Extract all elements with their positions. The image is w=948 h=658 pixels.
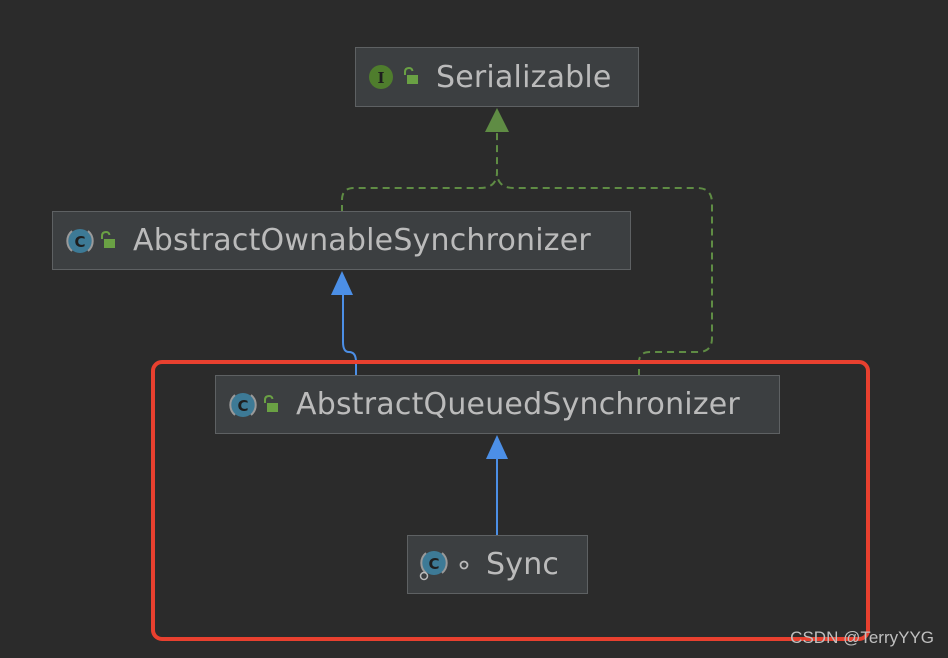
node-icons: C bbox=[65, 226, 119, 256]
highlight-box bbox=[151, 360, 870, 641]
public-lock-icon bbox=[101, 230, 115, 248]
svg-text:C: C bbox=[428, 555, 439, 573]
node-icons: I bbox=[368, 62, 422, 92]
static-abstract-class-icon: C bbox=[419, 550, 448, 580]
implements-edge-aqs-serializable bbox=[496, 171, 713, 376]
node-sync[interactable]: C Sync bbox=[407, 535, 588, 594]
public-lock-icon bbox=[404, 66, 418, 84]
extends-edge-aqs-aos bbox=[342, 292, 357, 376]
node-icons: C bbox=[228, 390, 282, 420]
extends-arrowhead-aos bbox=[331, 271, 353, 295]
implements-arrowhead bbox=[485, 108, 509, 132]
node-label-sync: Sync bbox=[486, 547, 560, 582]
implements-edge-aos-serializable bbox=[341, 124, 498, 212]
node-label-serializable: Serializable bbox=[436, 59, 612, 95]
svg-text:C: C bbox=[237, 397, 248, 415]
abstract-class-icon: C bbox=[229, 392, 257, 417]
abstract-class-icon: C bbox=[66, 228, 94, 253]
node-serializable[interactable]: I Serializable bbox=[355, 47, 639, 107]
node-abstract-queued-synchronizer[interactable]: C AbstractQueuedSynchronizer bbox=[215, 375, 780, 434]
package-private-icon bbox=[459, 560, 469, 569]
node-label-aqs: AbstractQueuedSynchronizer bbox=[296, 387, 740, 422]
node-icons: C bbox=[418, 548, 472, 582]
interface-icon: I bbox=[369, 65, 393, 89]
node-label-aos: AbstractOwnableSynchronizer bbox=[133, 223, 591, 258]
watermark: CSDN @TerryYYG bbox=[790, 628, 934, 647]
svg-text:C: C bbox=[74, 233, 85, 251]
node-abstract-ownable-synchronizer[interactable]: C AbstractOwnableSynchronizer bbox=[52, 211, 631, 270]
svg-text:I: I bbox=[377, 69, 384, 87]
public-lock-icon bbox=[264, 394, 278, 412]
extends-arrowhead-aqs bbox=[486, 435, 508, 459]
